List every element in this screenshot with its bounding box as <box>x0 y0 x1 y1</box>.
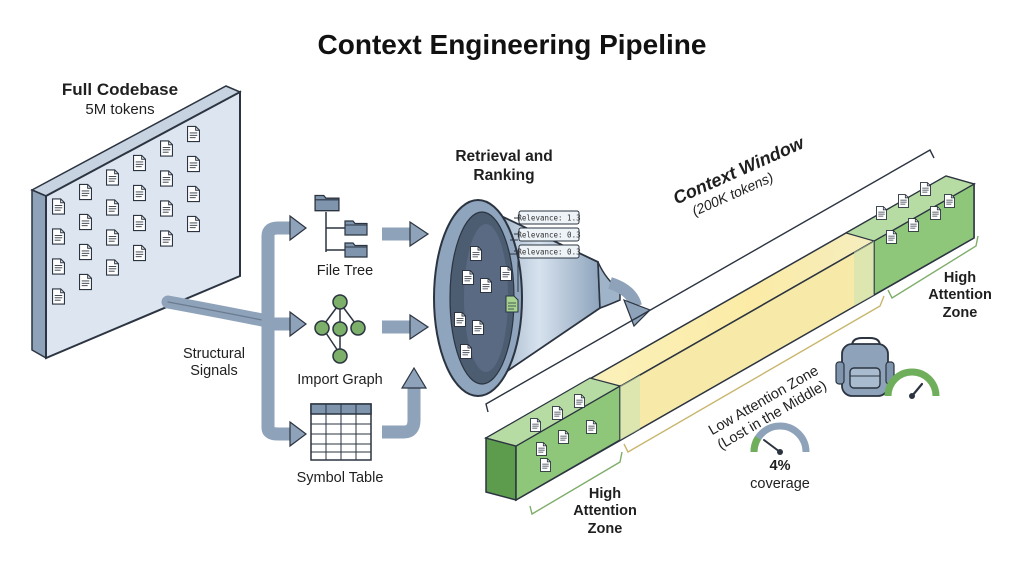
import-graph-label: Import Graph <box>297 372 383 388</box>
codebase-file-icon <box>160 140 173 157</box>
relevance-tags: Relevance: 1.3 Relevance: 0.3 Relevance:… <box>514 210 581 259</box>
high-attention-left-label: High Attention Zone <box>560 486 650 538</box>
codebase-file-icon <box>133 214 146 232</box>
context-file-icon <box>898 194 909 208</box>
codebase-file-icon <box>52 258 65 275</box>
retrieval-line1: Retrieval and <box>455 148 553 165</box>
relevance-tag <box>514 210 580 225</box>
relevance-tag-2-text: Relevance: 0.3 <box>517 231 580 240</box>
high-attention-right-bracket <box>887 235 979 299</box>
codebase-file-icon <box>52 288 65 305</box>
high-attention-right-line1: High <box>943 270 977 286</box>
backpack-icon <box>835 337 895 397</box>
codebase-file-icon <box>160 170 173 187</box>
context-file-icon <box>920 182 931 196</box>
codebase-file-icon <box>160 200 173 217</box>
symbol-table-label: Symbol Table <box>296 470 384 486</box>
codebase-file-icon <box>133 154 146 172</box>
context-file-icon <box>552 406 563 420</box>
high-attention-left-line2: Attention <box>573 503 637 520</box>
arrows-to-funnel <box>382 220 430 439</box>
codebase-file-icon <box>106 199 119 216</box>
codebase-file-icon <box>187 215 200 233</box>
codebase-title: Full Codebase <box>61 80 179 99</box>
codebase-file-icon <box>79 183 92 201</box>
high-attention-left-line3: Zone <box>587 520 623 537</box>
context-file-icon <box>930 206 941 220</box>
import-graph-icon <box>314 294 366 364</box>
context-file-icon <box>908 218 919 232</box>
relevance-tag-1-text: Relevance: 1.3 <box>517 214 580 223</box>
file-tree-icon <box>314 194 368 258</box>
codebase-file-icon <box>79 273 92 291</box>
codebase-file-icon <box>187 185 200 203</box>
codebase-file-icon <box>133 244 146 262</box>
codebase-file-icon <box>106 169 119 186</box>
structural-signal-arrows <box>161 214 307 448</box>
page-title: Context Engineering Pipeline <box>317 29 707 60</box>
ranked-green-file-icon <box>505 295 519 313</box>
high-attention-right-line3: Zone <box>942 304 978 321</box>
context-file-icon <box>586 420 597 434</box>
high-attention-left-bracket <box>529 451 623 516</box>
retrieval-line2: Ranking <box>473 166 535 184</box>
codebase-file-icon <box>133 184 146 202</box>
codebase-file-icon <box>160 230 173 247</box>
context-window-bar <box>484 175 976 502</box>
context-file-icon <box>530 418 541 432</box>
context-file-icon <box>558 430 569 444</box>
relevance-tag-3-text: Relevance: 0.3 <box>517 248 580 257</box>
low-attention-bracket <box>623 295 885 453</box>
codebase-subtitle: 5M tokens <box>85 101 155 118</box>
file-tree-label: File Tree <box>316 263 374 279</box>
codebase-file-icon <box>79 243 92 261</box>
context-file-icon <box>944 194 955 208</box>
structural-signals-line1: Structural <box>182 346 246 362</box>
codebase-file-icon <box>79 213 92 231</box>
structural-signals-line2: Signals <box>190 363 238 380</box>
relevance-tag <box>514 227 580 242</box>
context-file-icon <box>536 442 547 456</box>
codebase-file-icon <box>52 228 65 245</box>
gauge-icon-large <box>884 368 940 399</box>
high-attention-right-label: High Attention Zone <box>915 270 1005 322</box>
symbol-table-icon <box>310 403 372 461</box>
coverage-gauge-icon <box>750 422 810 455</box>
context-window-bracket <box>485 149 935 413</box>
codebase-file-icon <box>187 125 200 143</box>
codebase-file-icon <box>106 229 119 246</box>
context-file-icon <box>876 206 887 220</box>
codebase-file-icon <box>52 198 65 215</box>
high-attention-right-line2: Attention <box>928 287 992 304</box>
structural-signals-label: Structural Signals <box>155 346 273 381</box>
codebase-file-icon <box>187 155 200 173</box>
codebase-panel <box>30 85 242 360</box>
context-file-icon <box>574 394 585 408</box>
retrieval-ranking-label: Retrieval and Ranking <box>438 148 570 185</box>
coverage-percent: 4% <box>769 458 791 474</box>
high-attention-left-line1: High <box>588 486 622 502</box>
codebase-file-icon <box>106 259 119 276</box>
context-file-icon <box>540 458 551 472</box>
context-file-icon <box>886 230 897 244</box>
relevance-tag <box>514 244 580 259</box>
coverage-label: coverage <box>750 476 810 492</box>
